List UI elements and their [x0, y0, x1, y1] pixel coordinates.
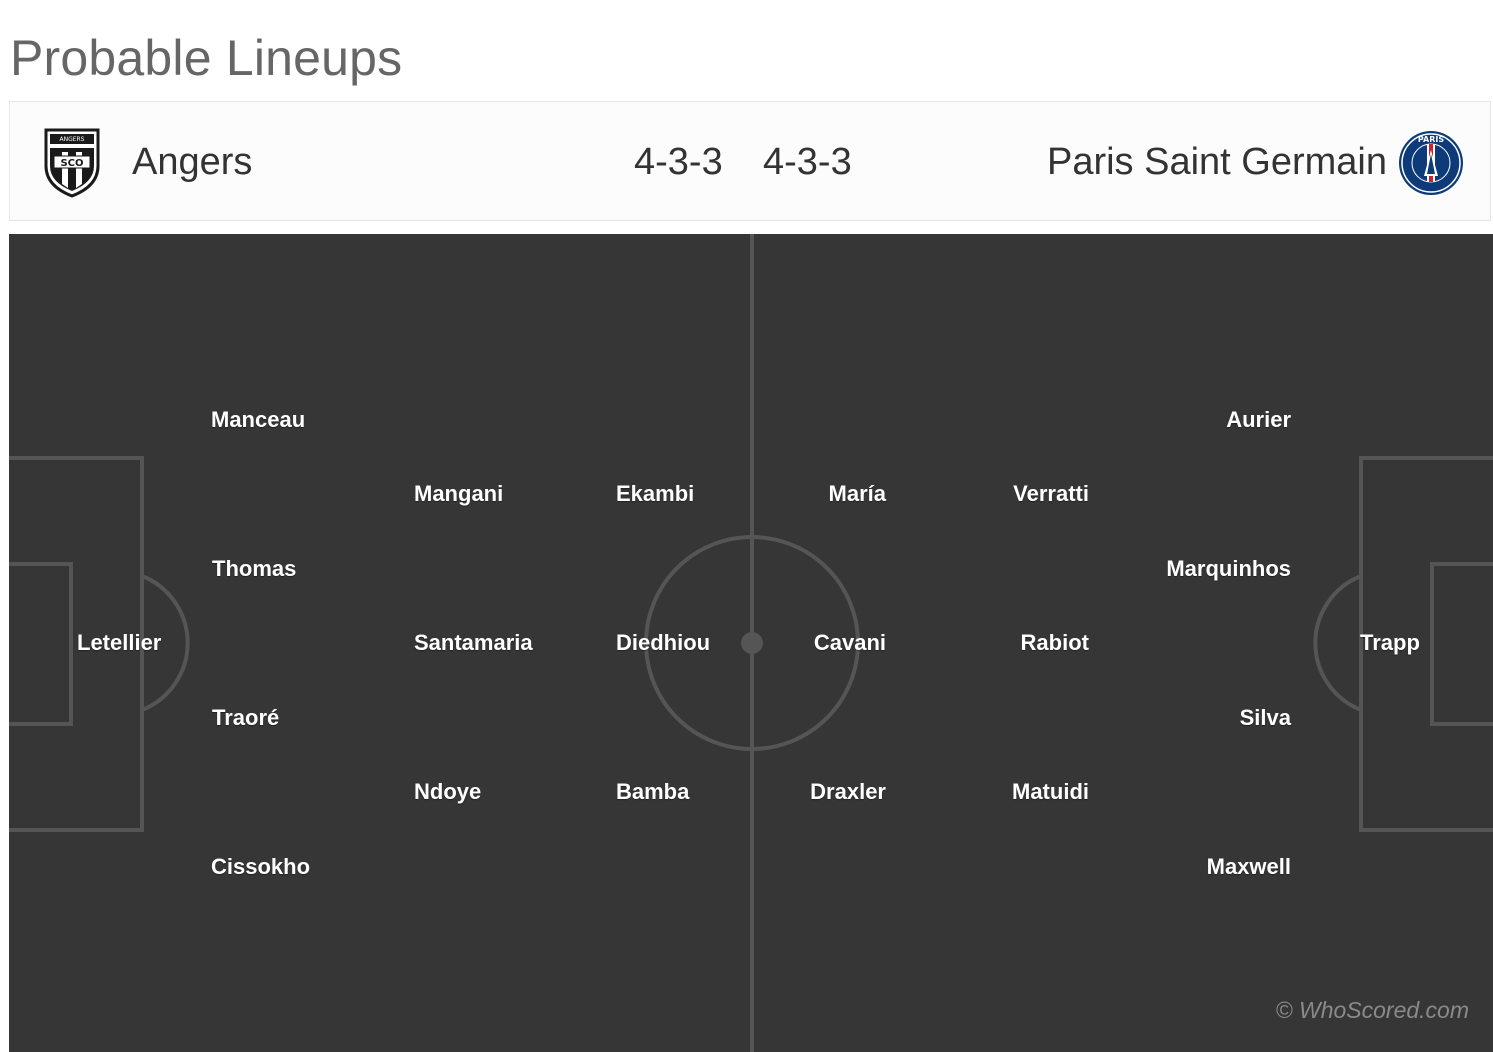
away-team-name[interactable]: Paris Saint Germain [1046, 141, 1387, 183]
away-player-lb[interactable]: Maxwell [1206, 854, 1291, 879]
psg-crest-icon: PARIS [1399, 131, 1463, 195]
away-player-cm3[interactable]: Matuidi [1012, 779, 1089, 804]
pitch-markings [9, 234, 1493, 1052]
away-player-fw2[interactable]: Cavani [813, 630, 886, 655]
home-player-cm2[interactable]: Santamaria [414, 630, 533, 655]
away-player-fw1[interactable]: María [828, 481, 886, 506]
away-player-fw3[interactable]: Draxler [810, 779, 886, 804]
whoscored-watermark: © WhoScored.com [1275, 997, 1469, 1023]
home-player-fw3[interactable]: Bamba [616, 779, 690, 804]
away-player-gk[interactable]: Trapp [1360, 630, 1420, 655]
home-player-rb[interactable]: Manceau [211, 407, 306, 432]
home-team-name[interactable]: Angers [132, 141, 253, 183]
home-player-cm3[interactable]: Ndoye [414, 779, 482, 804]
home-player-cb2[interactable]: Traoré [212, 705, 280, 730]
away-player-cb1[interactable]: Marquinhos [1166, 556, 1291, 581]
home-player-fw1[interactable]: Ekambi [616, 481, 695, 506]
away-formation: 4-3-3 [763, 141, 852, 183]
home-formation: 4-3-3 [634, 141, 723, 183]
page-title: Probable Lineups [10, 30, 403, 86]
away-player-cm2[interactable]: Rabiot [1020, 630, 1089, 655]
svg-text:ANGERS: ANGERS [59, 136, 84, 143]
team-header-bar: SCO ANGERS Angers 4-3-3 4-3-3 Paris Sain… [9, 101, 1491, 221]
home-player-lb[interactable]: Cissokho [211, 854, 311, 879]
away-player-rb[interactable]: Aurier [1226, 407, 1291, 432]
home-player-gk[interactable]: Letellier [77, 630, 162, 655]
angers-sco-crest-icon: SCO ANGERS [44, 128, 100, 198]
home-player-fw2[interactable]: Diedhiou [616, 630, 711, 655]
svg-text:PARIS: PARIS [1418, 135, 1444, 144]
home-player-cb1[interactable]: Thomas [212, 556, 297, 581]
away-player-cm1[interactable]: Verratti [1013, 481, 1089, 506]
home-player-cm1[interactable]: Mangani [414, 481, 504, 506]
away-player-cb2[interactable]: Silva [1239, 705, 1291, 730]
pitch: Letellier Manceau Thomas Traoré Cissokho… [9, 234, 1493, 1052]
svg-text:SCO: SCO [60, 158, 83, 169]
